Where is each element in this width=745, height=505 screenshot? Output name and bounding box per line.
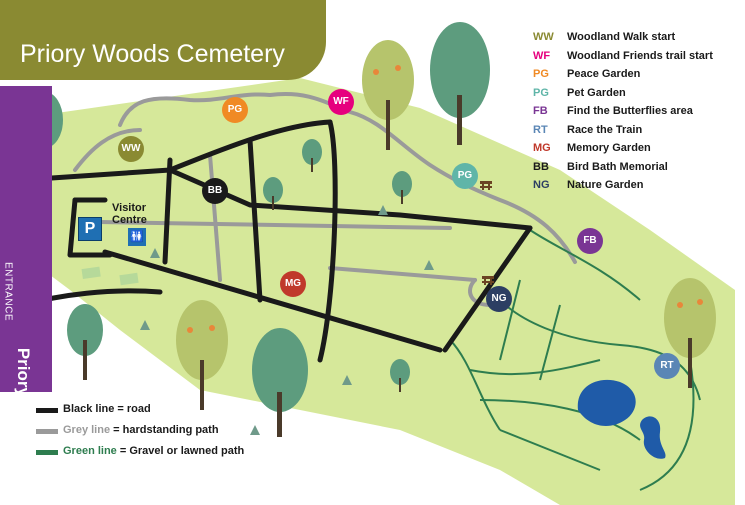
legend-code: WF [533, 49, 551, 62]
legend-label: Find the Butterflies area [567, 105, 693, 117]
grass-patch [119, 272, 139, 286]
key-text: Grey line = hardstanding path [63, 424, 219, 436]
legend-label: Memory Garden [567, 142, 651, 154]
legend-label: Woodland Friends trail start [567, 49, 713, 62]
small-pond [640, 416, 666, 459]
key-text: Black line = road [63, 403, 151, 415]
grass-patch [81, 266, 101, 280]
tree-icon [392, 171, 412, 204]
legend-label: Nature Garden [567, 179, 644, 191]
legend-label: Pet Garden [567, 86, 626, 99]
marker-mg[interactable]: MG [280, 271, 306, 297]
bench-icon [482, 276, 494, 285]
legend-code: RT [533, 123, 548, 136]
autumn-tree-icon [176, 300, 228, 410]
legend-code: MG [533, 142, 551, 154]
key-swatch [36, 408, 58, 413]
toilets-icon: 🚻 [128, 228, 146, 246]
hardstanding-paths [73, 92, 577, 307]
marker-pg-peace[interactable]: PG [222, 97, 248, 123]
legend-code: NG [533, 179, 550, 191]
tree-icon [390, 359, 410, 392]
autumn-tree-icon [362, 40, 414, 150]
tree-icon [263, 177, 283, 210]
parking-icon: P [78, 217, 102, 241]
gravel-paths [449, 229, 701, 491]
key-swatch [36, 450, 58, 455]
legend-label: Race the Train [567, 123, 643, 136]
marker-pg-pet[interactable]: PG [452, 163, 478, 189]
tree-icon [430, 22, 490, 145]
legend-code: PG [533, 68, 549, 80]
shrubs [140, 205, 434, 435]
legend-code: BB [533, 160, 549, 173]
marker-wf[interactable]: WF [328, 89, 354, 115]
tree-icon [252, 328, 308, 437]
marker-ww[interactable]: WW [118, 136, 144, 162]
marker-ng[interactable]: NG [486, 286, 512, 312]
autumn-tree-icon [664, 278, 716, 388]
legend-code: PG [533, 86, 549, 99]
key-swatch [36, 429, 58, 434]
tree-icon [302, 139, 322, 172]
tree-icon [67, 304, 103, 380]
legend-label: Bird Bath Memorial [567, 160, 668, 173]
entrance-label: ENTRANCE [2, 261, 14, 321]
priory-road-bar: ENTRANCE Priory Road [0, 86, 52, 444]
road-name-label: Priory Road [14, 347, 33, 445]
map-title: Priory Woods Cemetery [20, 40, 285, 68]
legend-label: Peace Garden [567, 68, 641, 80]
marker-fb[interactable]: FB [577, 228, 603, 254]
legend-code: FB [533, 105, 548, 117]
marker-rt[interactable]: RT [654, 353, 680, 379]
legend-label: Woodland Walk start [567, 31, 676, 43]
title-banner: Priory Woods Cemetery [0, 0, 326, 80]
bench-icon [480, 181, 492, 190]
visitor-centre-label: Visitor Centre [112, 202, 147, 226]
marker-bb[interactable]: BB [202, 178, 228, 204]
large-pond [577, 379, 636, 426]
key-text: Green line = Gravel or lawned path [63, 445, 245, 457]
legend-code: WW [533, 31, 554, 43]
